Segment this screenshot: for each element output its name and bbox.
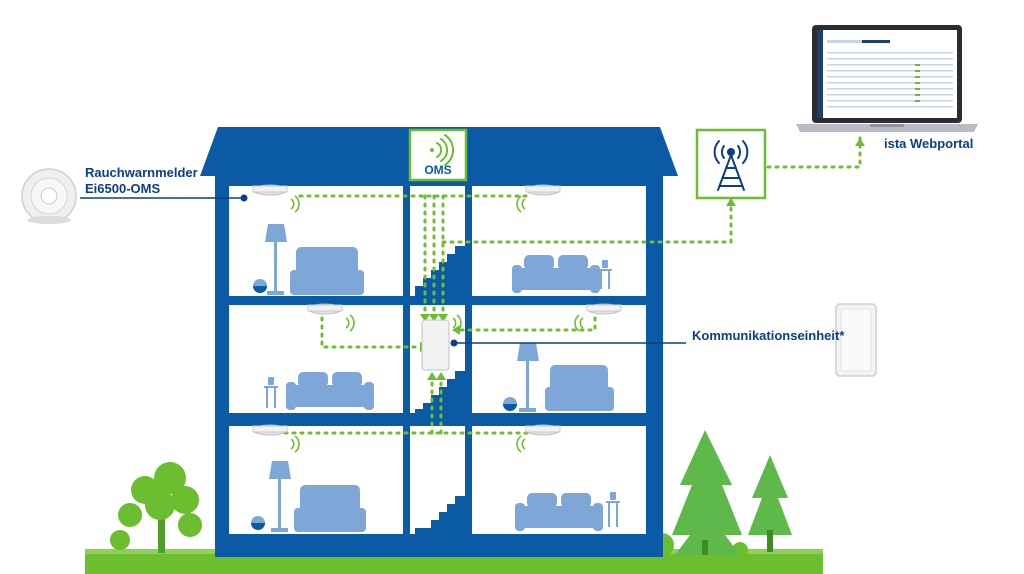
lamp-1 — [265, 224, 287, 295]
table-3 — [606, 492, 620, 527]
signal-paths — [283, 136, 862, 435]
sofa-2 — [512, 255, 600, 293]
label-connectors — [80, 197, 686, 344]
radio-tower-box — [695, 128, 767, 200]
smoke-detector-product — [21, 168, 77, 224]
laptop-icon — [796, 25, 978, 132]
tree-left — [110, 462, 202, 553]
table-2 — [264, 377, 278, 408]
ceiling-smoke-detectors — [252, 184, 622, 453]
table-1 — [598, 260, 612, 289]
lamp-2 — [517, 343, 539, 412]
smoke-detector-icon — [516, 184, 561, 213]
sofa-5 — [294, 485, 366, 532]
sofas — [286, 247, 614, 532]
smoke-detector-icon — [574, 303, 622, 332]
sofa-1 — [290, 247, 364, 295]
sofa-4 — [545, 365, 614, 411]
communication-unit-in-house — [421, 314, 462, 371]
smoke-detector-label-line1: Rauchwarnmelder — [85, 165, 198, 180]
smoke-detector-icon — [252, 184, 300, 213]
toy-balls — [251, 279, 517, 530]
communication-unit-product — [835, 303, 877, 377]
smoke-detector-icon — [516, 424, 561, 453]
sofa-6 — [515, 493, 603, 531]
radio-tower-icon — [713, 140, 749, 191]
smoke-detector-label: Rauchwarnmelder Ei6500-OMS — [85, 165, 198, 197]
lamp-3 — [269, 461, 291, 532]
conifer-trees — [672, 430, 792, 555]
oms-label: OMS — [424, 163, 452, 177]
smoke-detector-label-line2: Ei6500-OMS — [85, 181, 161, 196]
oms-badge — [408, 128, 468, 182]
side-tables — [264, 260, 620, 527]
smoke-detector-icon — [252, 424, 300, 453]
sofa-3 — [286, 372, 374, 410]
webportal-label: ista Webportal — [884, 136, 974, 151]
wireless-signal-icon — [430, 134, 454, 166]
smoke-detector-icon — [307, 303, 355, 332]
floor-lamps — [265, 224, 539, 532]
communication-unit-label: Kommunikationseinheit* — [692, 328, 845, 343]
